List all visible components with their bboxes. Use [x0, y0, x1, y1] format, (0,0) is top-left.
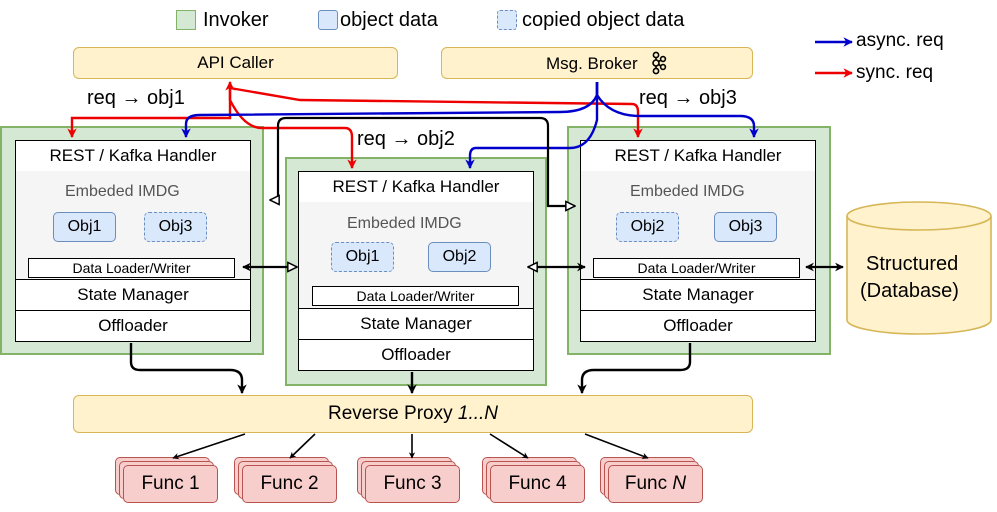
invoker-2-copied-object: Obj1	[331, 242, 394, 272]
func-n-suffix: N	[672, 473, 687, 494]
request-label-obj2: req → obj2	[357, 128, 455, 150]
invoker-1-loader: Data Loader/Writer	[28, 258, 235, 278]
proxy-to-func-4	[489, 433, 529, 459]
offloader-3-to-proxy	[577, 343, 692, 394]
invoker-3-state-manager: State Manager	[580, 279, 816, 311]
reverse-proxy-box: Reverse Proxy 1...N	[73, 395, 753, 433]
sync-arrow-to-invoker-2	[228, 88, 357, 169]
func-1: Func 1	[123, 465, 218, 503]
invoker-1-handler: REST / Kafka Handler	[15, 140, 251, 172]
func-1-label: Func 1	[141, 473, 200, 494]
database-line2: (Database)	[860, 280, 959, 302]
msg-broker-label: Msg. Broker	[546, 54, 638, 73]
invoker-3-offloader: Offloader	[580, 310, 816, 342]
database-cylinder	[846, 201, 992, 335]
func-2-label: Func 2	[260, 473, 319, 494]
func-n-label: Func	[624, 473, 673, 494]
func-4: Func 4	[490, 465, 585, 503]
async-arrow-to-invoker-1	[181, 82, 599, 138]
proxy-to-func-n	[584, 433, 649, 459]
sync-arrow-to-invoker-3	[229, 86, 643, 138]
invoker-2-state-manager: State Manager	[298, 308, 534, 340]
api-caller-label: API Caller	[197, 53, 274, 72]
legend-invoker-label: Invoker	[203, 9, 269, 31]
invoker-1-offloader: Offloader	[15, 310, 251, 342]
async-arrow-to-invoker-2	[465, 82, 599, 169]
func-3: Func 3	[365, 465, 460, 503]
legend-object-swatch	[318, 10, 338, 30]
invoker-1-state-manager: State Manager	[15, 279, 251, 311]
proxy-to-func-1	[172, 433, 246, 460]
legend-invoker-swatch	[176, 10, 196, 30]
async-arrow-to-invoker-3	[595, 82, 759, 138]
legend-object-label: object data	[340, 9, 438, 31]
invoker-3-imdg-title: Embeded IMDG	[630, 183, 745, 200]
api-caller-box: API Caller	[73, 47, 398, 79]
invoker-1-object: Obj1	[53, 212, 116, 242]
database-line1: Structured	[866, 253, 959, 275]
func-2: Func 2	[242, 465, 337, 503]
sync-arrow-to-invoker-1	[67, 81, 235, 138]
legend-copied-label: copied object data	[522, 9, 685, 31]
offloader-1-to-proxy	[129, 343, 247, 394]
invoker-1-copied-object: Obj3	[144, 212, 207, 242]
legend-async-label: async. req	[856, 30, 944, 51]
func-n: Func N	[608, 465, 703, 503]
reverse-proxy-range: 1...N	[457, 403, 498, 424]
invoker-2-object: Obj2	[428, 242, 491, 272]
msg-broker-box: Msg. Broker	[441, 47, 753, 79]
invoker-3-loader: Data Loader/Writer	[593, 258, 800, 278]
proxy-to-func-2	[289, 433, 316, 459]
func-4-label: Func 4	[508, 473, 567, 494]
invoker-2-loader: Data Loader/Writer	[312, 286, 519, 306]
handler-forwarding-line	[270, 116, 575, 206]
invoker-3-copied-object: Obj2	[616, 212, 679, 242]
legend-sync-label: sync. req	[856, 62, 934, 83]
reverse-proxy-label: Reverse Proxy	[328, 403, 458, 424]
kafka-icon	[652, 51, 667, 75]
invoker-1-imdg-title: Embeded IMDG	[65, 183, 180, 200]
request-label-obj3: req → obj3	[639, 87, 737, 109]
func-3-label: Func 3	[383, 473, 442, 494]
invoker-3-object: Obj3	[714, 212, 777, 242]
invoker-2-offloader: Offloader	[298, 339, 534, 371]
invoker-2-imdg-title: Embeded IMDG	[347, 215, 462, 232]
legend-copied-swatch	[497, 10, 517, 30]
